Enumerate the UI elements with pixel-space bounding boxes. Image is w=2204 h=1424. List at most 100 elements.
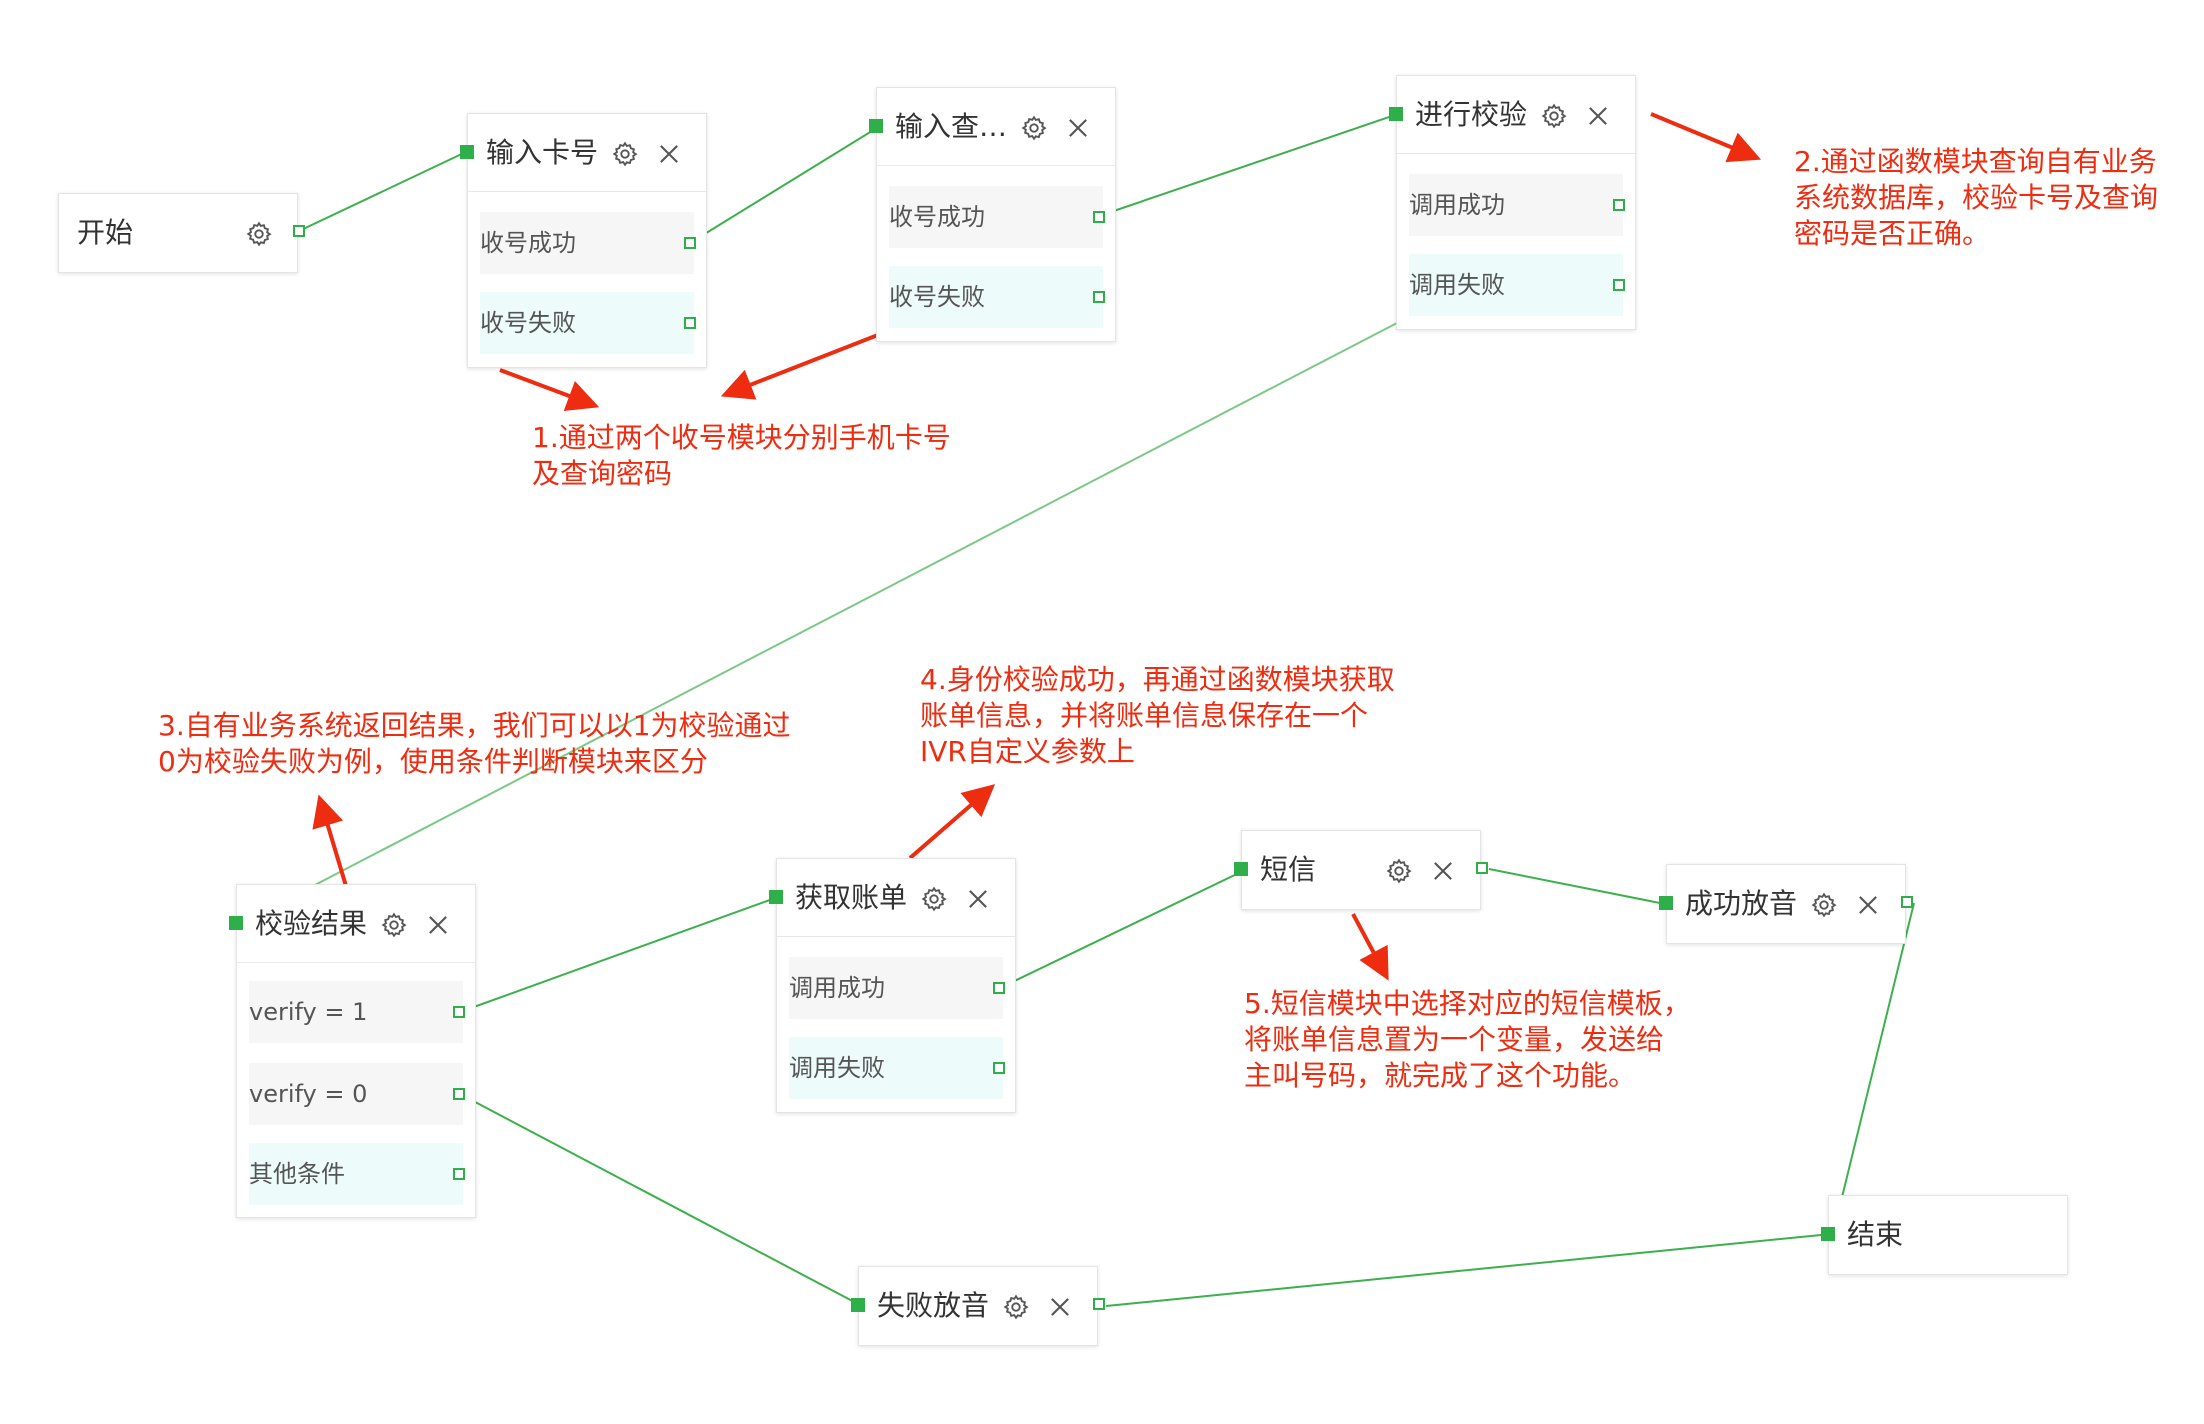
wire-fail-play-to-end[interactable] [1105, 1233, 1832, 1307]
branch-row[interactable]: 调用成功 [789, 957, 1005, 1019]
node-success-play-header[interactable]: 成功放音 [1667, 865, 1905, 943]
branch-row[interactable]: 收号成功 [480, 212, 696, 274]
gear-icon[interactable] [1002, 1293, 1030, 1321]
close-icon[interactable] [1046, 1293, 1074, 1321]
gear-icon[interactable] [1810, 891, 1838, 919]
wire-verify-result-0-to-fail-play[interactable] [459, 1093, 861, 1306]
branch-label: 调用成功 [1409, 191, 1505, 219]
condition-output-port[interactable] [453, 1006, 465, 1018]
node-input-card[interactable]: 输入卡号 收号成功 收号失败 [460, 113, 707, 368]
node-get-bill-input-port[interactable] [769, 890, 783, 904]
annotation-2-line: 2.通过函数模块查询自有业务 [1794, 145, 2157, 178]
annotation-arrow-5 [1351, 913, 1389, 981]
node-fail-play-header[interactable]: 失败放音 [859, 1267, 1097, 1345]
node-sms-output-port[interactable] [1476, 862, 1488, 874]
branch-output-port[interactable] [1093, 211, 1105, 223]
close-icon[interactable] [1429, 857, 1457, 885]
branch-row[interactable]: 调用成功 [1409, 174, 1625, 236]
node-verify-header[interactable]: 进行校验 [1397, 76, 1635, 154]
node-fail-play-input-port[interactable] [851, 1298, 865, 1312]
wire-sms-to-success-play[interactable] [1488, 868, 1671, 906]
node-start[interactable]: 开始 [58, 193, 305, 273]
condition-row[interactable]: 其他条件 [249, 1143, 465, 1205]
node-start-output-port[interactable] [293, 225, 305, 237]
close-icon[interactable] [1854, 891, 1882, 919]
gear-icon[interactable] [1540, 102, 1568, 130]
node-fail-play[interactable]: 失败放音 [851, 1266, 1105, 1346]
condition-output-port[interactable] [453, 1168, 465, 1180]
branch-row[interactable]: 收号成功 [889, 186, 1105, 248]
node-verify-input-port[interactable] [1389, 107, 1403, 121]
branch-label: 调用失败 [789, 1054, 885, 1082]
node-success-play-output-port[interactable] [1901, 896, 1913, 908]
condition-row[interactable]: verify = 1 [249, 981, 465, 1043]
gear-icon[interactable] [1020, 114, 1048, 142]
branch-output-port[interactable] [993, 1062, 1005, 1074]
gear-icon[interactable] [380, 911, 408, 939]
branch-label: 收号成功 [889, 203, 985, 231]
wire-success-play-to-end[interactable] [1832, 902, 1915, 1235]
node-start-header[interactable]: 开始 [59, 194, 297, 272]
branch-output-port[interactable] [1093, 291, 1105, 303]
condition-row[interactable]: verify = 0 [249, 1063, 465, 1125]
annotation-arrow-4 [908, 784, 996, 860]
condition-output-port[interactable] [453, 1088, 465, 1100]
gear-icon[interactable] [1385, 857, 1413, 885]
node-success-play-input-port[interactable] [1659, 896, 1673, 910]
branch-row[interactable]: 收号失败 [889, 266, 1105, 328]
node-get-bill-header[interactable]: 获取账单 [777, 859, 1015, 937]
branch-output-port[interactable] [1613, 199, 1625, 211]
node-input-query-header[interactable]: 输入查… [877, 88, 1115, 166]
wire-get-bill-success-to-sms[interactable] [1003, 870, 1244, 987]
node-fail-play-output-port[interactable] [1093, 1298, 1105, 1310]
branch-label: 收号失败 [480, 309, 576, 337]
close-icon[interactable] [1064, 114, 1092, 142]
gear-icon[interactable] [245, 220, 273, 248]
wire-verify-result-1-to-get-bill[interactable] [459, 896, 779, 1013]
node-success-play[interactable]: 成功放音 [1659, 864, 1913, 944]
node-sms-input-port[interactable] [1234, 862, 1248, 876]
node-input-card-input-port[interactable] [460, 145, 474, 159]
annotation-1-line: 及查询密码 [532, 457, 673, 490]
wire-input-card-success-to-input-query[interactable] [689, 125, 881, 244]
branch-row[interactable]: 调用失败 [1409, 254, 1625, 316]
node-verify-result-input-port[interactable] [229, 916, 243, 930]
annotation-4-line: 4.身份校验成功，再通过函数模块获取 [920, 663, 1395, 696]
annotation-3-line: 0为校验失败为例，使用条件判断模块来区分 [158, 745, 708, 778]
branch-output-port[interactable] [1613, 279, 1625, 291]
wire-input-query-success-to-verify[interactable] [1098, 113, 1399, 217]
annotation-arrow-1a [499, 368, 600, 411]
node-verify-result-header[interactable]: 校验结果 [237, 885, 475, 963]
node-end-input-port[interactable] [1821, 1227, 1835, 1241]
annotation-arrow-2 [1650, 112, 1762, 163]
branch-output-port[interactable] [684, 237, 696, 249]
wire-start-to-input-card[interactable] [298, 150, 469, 232]
node-get-bill-title: 获取账单 [795, 881, 908, 914]
node-input-query-input-port[interactable] [869, 119, 883, 133]
node-verify[interactable]: 进行校验 调用成功 调用失败 [1389, 75, 1636, 330]
node-sms-header[interactable]: 短信 [1242, 831, 1480, 909]
node-input-card-header[interactable]: 输入卡号 [468, 114, 706, 192]
gear-icon[interactable] [611, 140, 639, 168]
gear-icon[interactable] [920, 885, 948, 913]
close-icon[interactable] [655, 140, 683, 168]
annotation-2: 2.通过函数模块查询自有业务 系统数据库，校验卡号及查询 密码是否正确。 [1794, 144, 2158, 252]
branch-row[interactable]: 收号失败 [480, 292, 696, 354]
node-get-bill[interactable]: 获取账单 调用成功 调用失败 [769, 858, 1016, 1113]
annotation-5: 5.短信模块中选择对应的短信模板， 将账单信息置为一个变量，发送给 主叫号码，就… [1244, 986, 1691, 1094]
branch-output-port[interactable] [993, 982, 1005, 994]
node-end-header[interactable]: 结束 [1829, 1196, 2067, 1274]
annotation-4-line: 账单信息，并将账单信息保存在一个 [920, 699, 1369, 732]
branch-row[interactable]: 调用失败 [789, 1037, 1005, 1099]
node-verify-result[interactable]: 校验结果 verify = 1 verify = 0 其他条件 [229, 884, 476, 1218]
branch-output-port[interactable] [684, 317, 696, 329]
close-icon[interactable] [424, 911, 452, 939]
node-sms[interactable]: 短信 [1234, 830, 1488, 910]
branch-label: 收号失败 [889, 283, 985, 311]
close-icon[interactable] [1584, 102, 1612, 130]
condition-label: verify = 0 [249, 1080, 368, 1108]
node-input-query[interactable]: 输入查… 收号成功 收号失败 [869, 87, 1116, 342]
node-end[interactable]: 结束 [1821, 1195, 2068, 1275]
close-icon[interactable] [964, 885, 992, 913]
